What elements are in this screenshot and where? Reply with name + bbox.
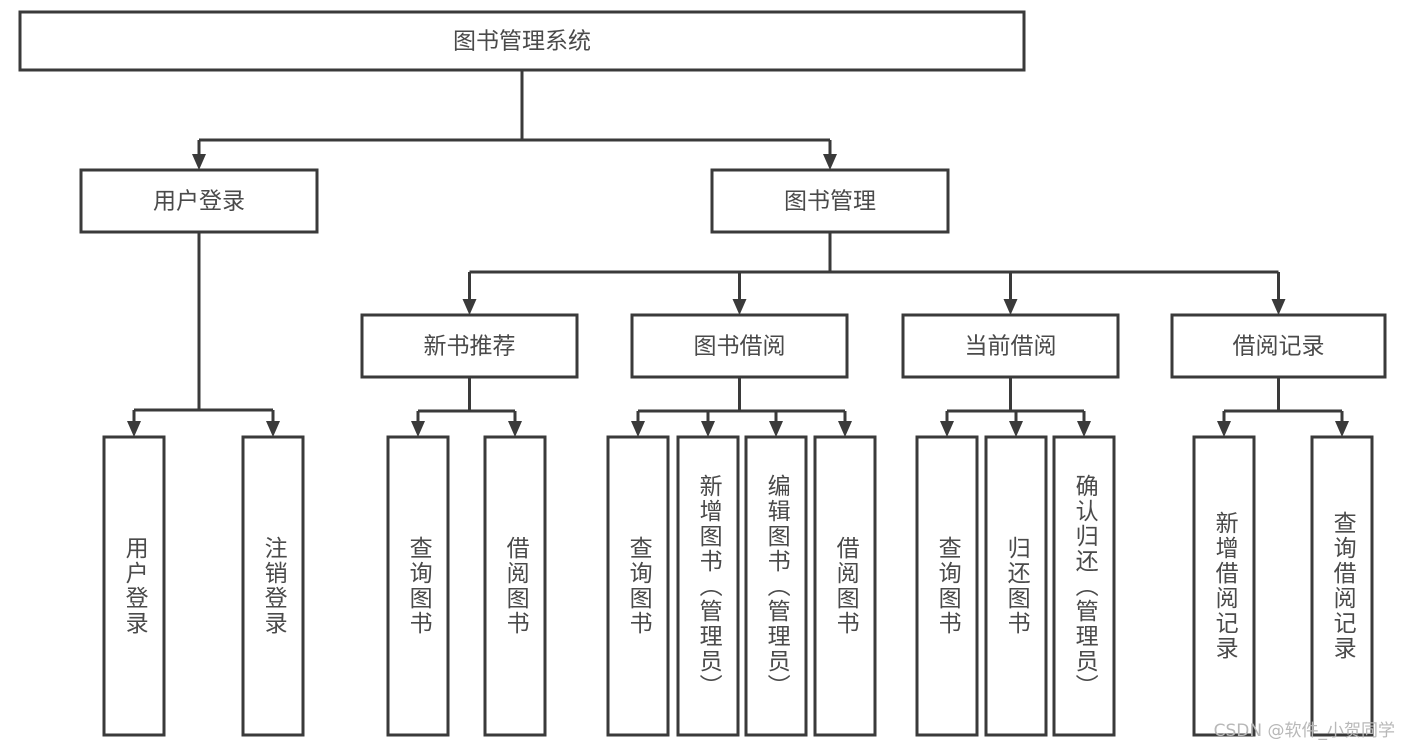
- node-root-box[interactable]: [18, 10, 1026, 72]
- node-leaf-query-book-b-label: 查询图书: [625, 536, 652, 636]
- node-leaf-query-book-c-box[interactable]: [915, 435, 979, 737]
- node-book-borrow[interactable]: 图书借阅: [630, 313, 849, 379]
- node-user-login-box[interactable]: [79, 168, 319, 234]
- arrow-head-level2-1: [732, 299, 747, 315]
- node-current-borrow-box[interactable]: [901, 313, 1120, 379]
- node-leaf-user-login[interactable]: 用户登录: [102, 435, 166, 737]
- node-leaf-query-book-c-label: 查询图书: [934, 536, 961, 636]
- arrow-head-leaf-query-book-b: [631, 421, 645, 437]
- arrow-head-leaf-borrow-book-b: [838, 421, 852, 437]
- node-leaf-return-book-label-wrap: 归还图书: [1003, 536, 1030, 636]
- node-leaf-query-book-rec-label: 查询图书: [405, 536, 432, 636]
- node-leaf-borrow-book-rec-box[interactable]: [483, 435, 547, 737]
- node-leaf-return-book-label: 归还图书: [1003, 536, 1030, 636]
- node-leaf-add-record-label: 新增借阅记录: [1211, 511, 1238, 661]
- arrow-head-leaf-confirm-return: [1077, 421, 1091, 437]
- node-user-login[interactable]: 用户登录: [79, 168, 319, 234]
- node-leaf-query-book-c-label-wrap: 查询图书: [934, 536, 961, 636]
- node-new-book-rec-label: 新书推荐: [424, 334, 516, 360]
- node-user-login-label: 用户登录: [153, 189, 245, 215]
- node-leaf-confirm-return-label-wrap: 确认归还（管理员）: [1071, 473, 1098, 699]
- node-book-borrow-label: 图书借阅: [694, 334, 786, 360]
- node-leaf-edit-book[interactable]: 编辑图书（管理员）: [744, 435, 808, 737]
- node-leaf-borrow-book-rec[interactable]: 借阅图书: [483, 435, 547, 737]
- arrow-head-leaf-return-book: [1009, 421, 1023, 437]
- node-leaf-add-record-label-wrap: 新增借阅记录: [1211, 511, 1238, 661]
- node-leaf-add-book-label: 新增图书（管理员）: [695, 473, 722, 699]
- connector-lines: [127, 70, 1349, 437]
- arrow-head-leaf-add-record: [1217, 421, 1231, 437]
- node-leaf-edit-book-box[interactable]: [744, 435, 808, 737]
- node-leaf-edit-book-label-wrap: 编辑图书（管理员）: [763, 473, 790, 699]
- node-boxes: 图书管理系统用户登录图书管理新书推荐图书借阅当前借阅借阅记录用户登录注销登录查询…: [18, 10, 1387, 737]
- node-root-label: 图书管理系统: [453, 29, 591, 55]
- node-book-manage-box[interactable]: [710, 168, 950, 234]
- node-leaf-logout[interactable]: 注销登录: [241, 435, 305, 737]
- node-leaf-query-book-rec-box[interactable]: [386, 435, 450, 737]
- node-leaf-confirm-return-box[interactable]: [1052, 435, 1116, 737]
- node-leaf-query-record-label-wrap: 查询借阅记录: [1329, 511, 1356, 661]
- node-leaf-confirm-return-label: 确认归还（管理员）: [1071, 473, 1098, 699]
- node-leaf-query-record-box[interactable]: [1310, 435, 1374, 737]
- node-borrow-record-box[interactable]: [1170, 313, 1387, 379]
- node-leaf-add-book[interactable]: 新增图书（管理员）: [676, 435, 740, 737]
- arrow-head-leaf-logout: [266, 421, 280, 437]
- node-leaf-add-book-box[interactable]: [676, 435, 740, 737]
- arrow-head-leaf-add-book: [701, 421, 715, 437]
- node-leaf-query-book-c[interactable]: 查询图书: [915, 435, 979, 737]
- node-leaf-return-book-box[interactable]: [984, 435, 1048, 737]
- node-new-book-rec-box[interactable]: [360, 313, 579, 379]
- node-current-borrow-label: 当前借阅: [965, 334, 1057, 360]
- node-leaf-user-login-label-wrap: 用户登录: [121, 536, 148, 636]
- node-leaf-query-book-b-label-wrap: 查询图书: [625, 536, 652, 636]
- arrow-head-leaf-edit-book: [769, 421, 783, 437]
- node-leaf-logout-label: 注销登录: [260, 536, 287, 636]
- node-leaf-borrow-book-b-box[interactable]: [813, 435, 877, 737]
- node-leaf-confirm-return[interactable]: 确认归还（管理员）: [1052, 435, 1116, 737]
- arrow-head-level2-2: [1003, 299, 1018, 315]
- node-leaf-query-book-rec-label-wrap: 查询图书: [405, 536, 432, 636]
- node-borrow-record-label: 借阅记录: [1233, 334, 1325, 360]
- node-root[interactable]: 图书管理系统: [18, 10, 1026, 72]
- node-leaf-logout-label-wrap: 注销登录: [260, 536, 287, 636]
- arrow-head-level1-1: [823, 154, 837, 170]
- arrow-head-leaf-query-record: [1335, 421, 1349, 437]
- node-leaf-borrow-book-b-label-wrap: 借阅图书: [832, 536, 859, 636]
- node-leaf-return-book[interactable]: 归还图书: [984, 435, 1048, 737]
- node-book-manage[interactable]: 图书管理: [710, 168, 950, 234]
- arrow-head-leaf-borrow-book-rec: [508, 421, 522, 437]
- node-leaf-edit-book-label: 编辑图书（管理员）: [763, 473, 790, 699]
- node-leaf-borrow-book-rec-label: 借阅图书: [502, 536, 529, 636]
- node-book-manage-label: 图书管理: [784, 189, 876, 215]
- node-leaf-add-record[interactable]: 新增借阅记录: [1192, 435, 1256, 737]
- node-leaf-add-book-label-wrap: 新增图书（管理员）: [695, 473, 722, 699]
- node-new-book-rec[interactable]: 新书推荐: [360, 313, 579, 379]
- node-borrow-record[interactable]: 借阅记录: [1170, 313, 1387, 379]
- node-current-borrow[interactable]: 当前借阅: [901, 313, 1120, 379]
- node-leaf-query-book-rec[interactable]: 查询图书: [386, 435, 450, 737]
- node-book-borrow-box[interactable]: [630, 313, 849, 379]
- arrow-head-level2-3: [1271, 299, 1286, 315]
- arrow-head-level2-0: [462, 299, 477, 315]
- arrow-head-leaf-user-login: [127, 421, 141, 437]
- arrow-head-leaf-query-book-rec: [411, 421, 425, 437]
- node-leaf-query-record-label: 查询借阅记录: [1329, 511, 1356, 661]
- node-leaf-query-book-b[interactable]: 查询图书: [606, 435, 670, 737]
- node-leaf-borrow-book-b-label: 借阅图书: [832, 536, 859, 636]
- node-leaf-borrow-book-rec-label-wrap: 借阅图书: [502, 536, 529, 636]
- node-leaf-query-record[interactable]: 查询借阅记录: [1310, 435, 1374, 737]
- node-leaf-borrow-book-b[interactable]: 借阅图书: [813, 435, 877, 737]
- node-leaf-logout-box[interactable]: [241, 435, 305, 737]
- node-leaf-user-login-label: 用户登录: [121, 536, 148, 636]
- node-leaf-query-book-b-box[interactable]: [606, 435, 670, 737]
- arrow-head-level1-0: [192, 154, 206, 170]
- node-leaf-add-record-box[interactable]: [1192, 435, 1256, 737]
- arrow-head-leaf-query-book-c: [940, 421, 954, 437]
- node-leaf-user-login-box[interactable]: [102, 435, 166, 737]
